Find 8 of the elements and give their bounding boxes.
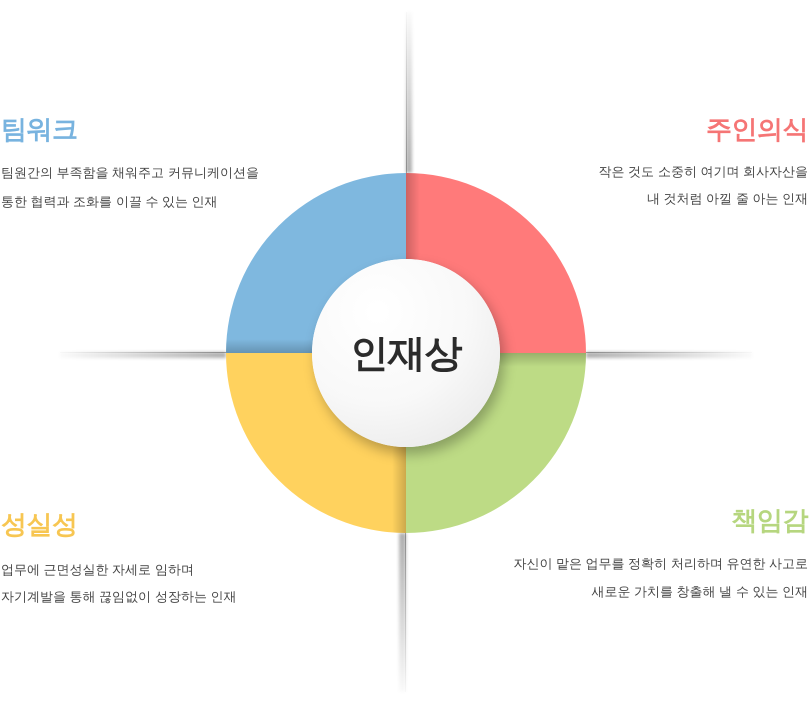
- section-heading: 팀워크: [1, 113, 78, 145]
- section-description: 업무에 근면성실한 자세로 임하며 자기계발을 통해 끊임없이 성장하는 인재: [1, 561, 238, 606]
- section-description: 자신이 맡은 업무를 정확히 처리하며 유연한 사고로 새로운 가치를 창출해 낼 수 있는 인재: [512, 555, 808, 601]
- section-heading: 성실성: [1, 508, 78, 540]
- section-heading: 주인의식: [706, 113, 808, 145]
- section-heading: 책임감: [732, 504, 808, 536]
- section-description: 팀원간의 부족함을 채워주고 커뮤니케이션을 통한 협력과 조화를 이끌 수 있는 인재: [1, 164, 260, 211]
- section-description: 작은 것도 소중히 여기며 회사자산을 내 것처럼 아낄 줄 아는 인재: [598, 163, 808, 208]
